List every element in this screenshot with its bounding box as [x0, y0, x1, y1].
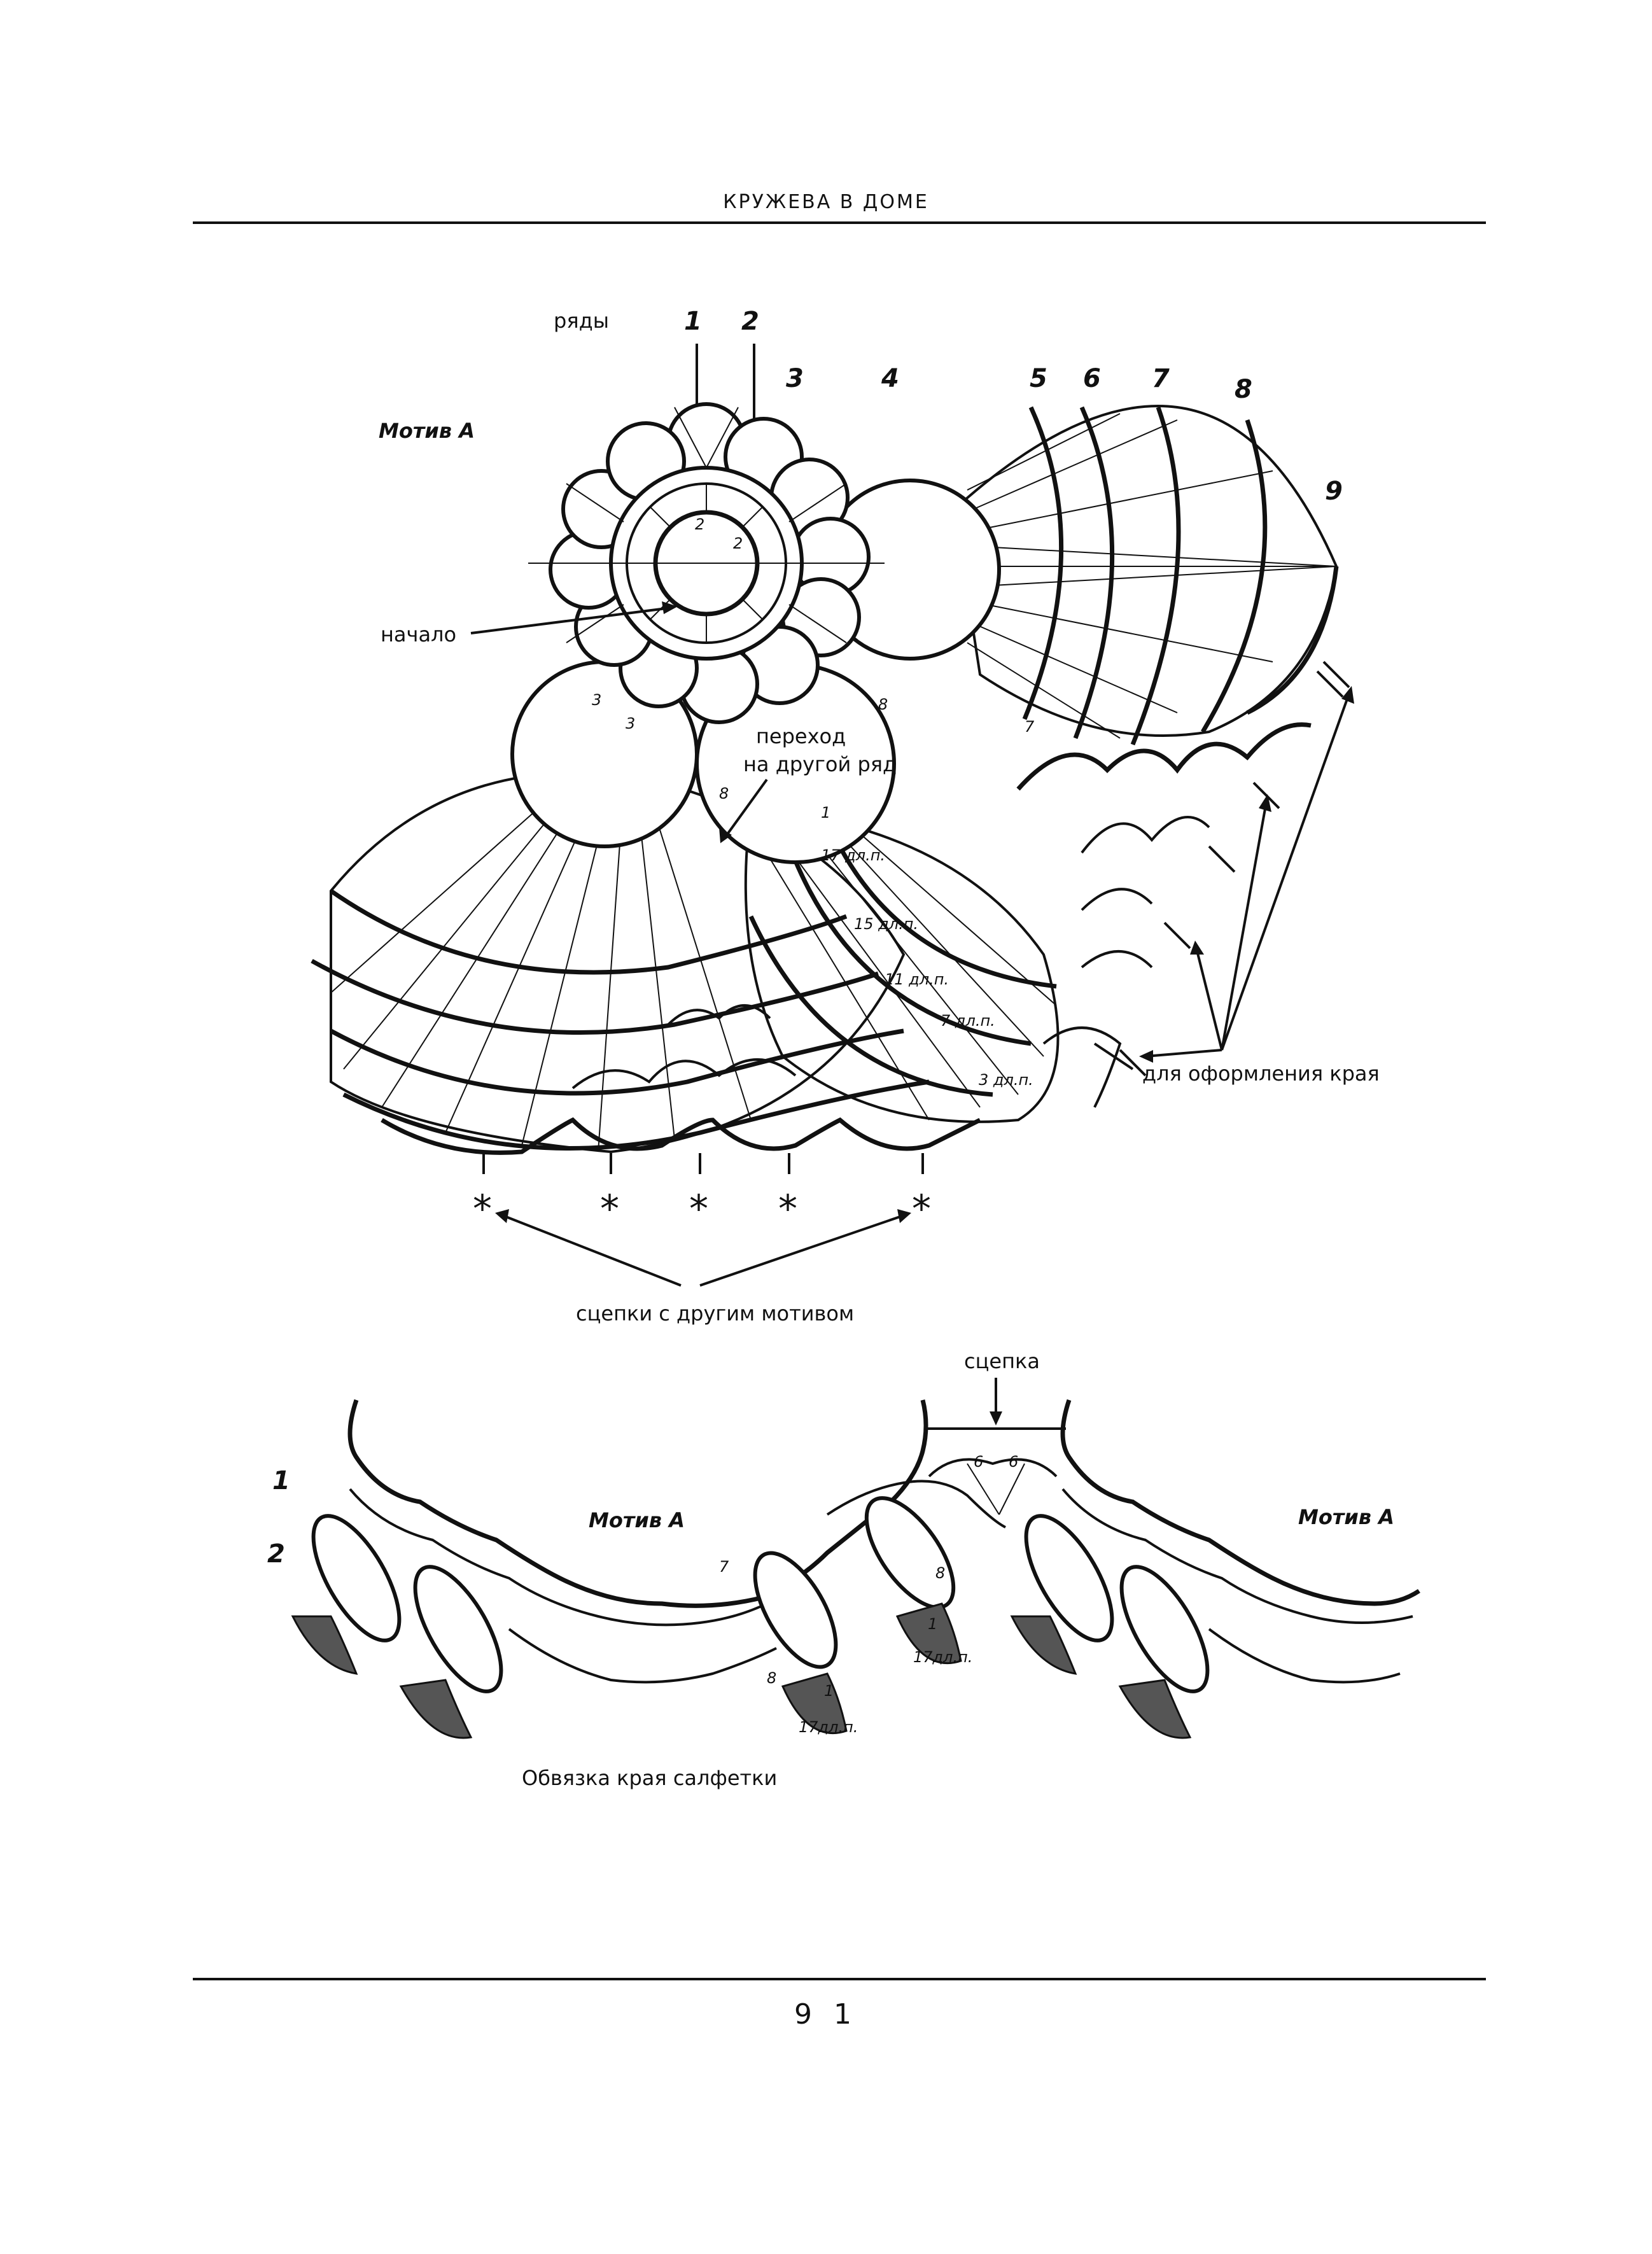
right-scallops — [1016, 661, 1350, 1108]
join-marker-2: * — [600, 1187, 619, 1231]
stitch-note-11: 11 дл.п. — [885, 970, 949, 988]
header-rule — [193, 221, 1486, 224]
stitch-note-17: 17 дл.п. — [821, 846, 885, 864]
edging-number-1a: 1 — [824, 1682, 834, 1700]
edging-number-8a: 8 — [935, 1564, 945, 1582]
edging-number-6a: 6 — [974, 1453, 983, 1471]
join-label: сцепка — [964, 1349, 1040, 1373]
row-number-5: 5 — [1030, 364, 1047, 393]
motif-number-3a: 3 — [592, 691, 601, 709]
edging-diagram: сцепка 1 2 Мотив А Мотив А — [267, 1349, 1420, 1790]
row-number-6: 6 — [1083, 364, 1101, 393]
edging-motif-left: Мотив А — [589, 1508, 685, 1532]
transition-arrow — [724, 778, 768, 838]
stitch-note-15: 15 дл.п. — [854, 915, 918, 933]
edging-number-8b: 8 — [767, 1669, 776, 1687]
motif-number-8b: 8 — [719, 785, 729, 802]
edge-label: для оформления края — [1142, 1061, 1380, 1086]
row-number-2: 2 — [741, 307, 759, 336]
transition-label-line2: на другой ряд — [743, 752, 897, 776]
join-markers: * * * * * — [473, 1153, 931, 1231]
footer-rule — [193, 1978, 1486, 1980]
rows-label: ряды — [554, 309, 609, 333]
row-number-7: 7 — [1152, 364, 1170, 393]
row-number-4: 4 — [881, 364, 899, 393]
motif-number-7a: 7 — [1025, 718, 1035, 736]
bottom-scallops — [381, 1004, 981, 1155]
center-number-2b: 2 — [733, 535, 743, 552]
stitch-note-7: 7 дл.п. — [941, 1012, 995, 1030]
transition-label-line1: переход — [756, 724, 846, 748]
join-marker-1: * — [473, 1187, 492, 1231]
join-marker-5: * — [912, 1187, 931, 1231]
motif-a-diagram: Мотив А ряды 1 2 3 4 5 6 7 8 9 — [311, 307, 1380, 1326]
stitch-note-3: 3 дл.п. — [979, 1071, 1033, 1089]
edging-row-1: 1 — [272, 1466, 290, 1495]
page-number: 9 1 — [794, 1998, 858, 2031]
row-number-9: 9 — [1325, 477, 1343, 506]
right-fan — [953, 405, 1339, 746]
row-number-8: 8 — [1235, 375, 1252, 404]
edging-number-1b: 1 — [928, 1615, 937, 1633]
join-marker-3: * — [689, 1187, 708, 1231]
joins-arrows — [495, 1209, 911, 1287]
motif-title: Мотив А — [379, 419, 475, 443]
edging-petals — [311, 1496, 1210, 1693]
motif-number-8a: 8 — [878, 696, 888, 713]
edging-number-6b: 6 — [1009, 1453, 1018, 1471]
motif-number-3b: 3 — [626, 715, 635, 732]
motif-number-1a: 1 — [821, 804, 830, 822]
edging-motif-right: Мотив А — [1298, 1505, 1394, 1529]
running-header: КРУЖЕВА В ДОМЕ — [723, 191, 929, 213]
edging-hatched-fans — [291, 1602, 1192, 1739]
edge-arrows — [1139, 686, 1354, 1063]
start-arrow — [470, 606, 672, 634]
edging-row-2: 2 — [267, 1539, 285, 1569]
middle-fan — [744, 806, 1060, 1123]
row-number-1: 1 — [684, 307, 702, 336]
start-label: начало — [381, 622, 456, 647]
center-number-2a: 2 — [695, 515, 704, 533]
join-marker-4: * — [778, 1187, 797, 1231]
edging-stitch-note-2: 17дл.п. — [799, 1718, 858, 1736]
central-flower: 2 2 — [528, 402, 885, 724]
edging-number-7: 7 — [719, 1558, 729, 1576]
edging-caption: Обвязка края салфетки — [522, 1766, 777, 1790]
edging-stitch-note-1: 17дл.п. — [913, 1648, 972, 1666]
joins-label: сцепки с другим мотивом — [576, 1301, 854, 1326]
row-number-3: 3 — [786, 364, 804, 393]
